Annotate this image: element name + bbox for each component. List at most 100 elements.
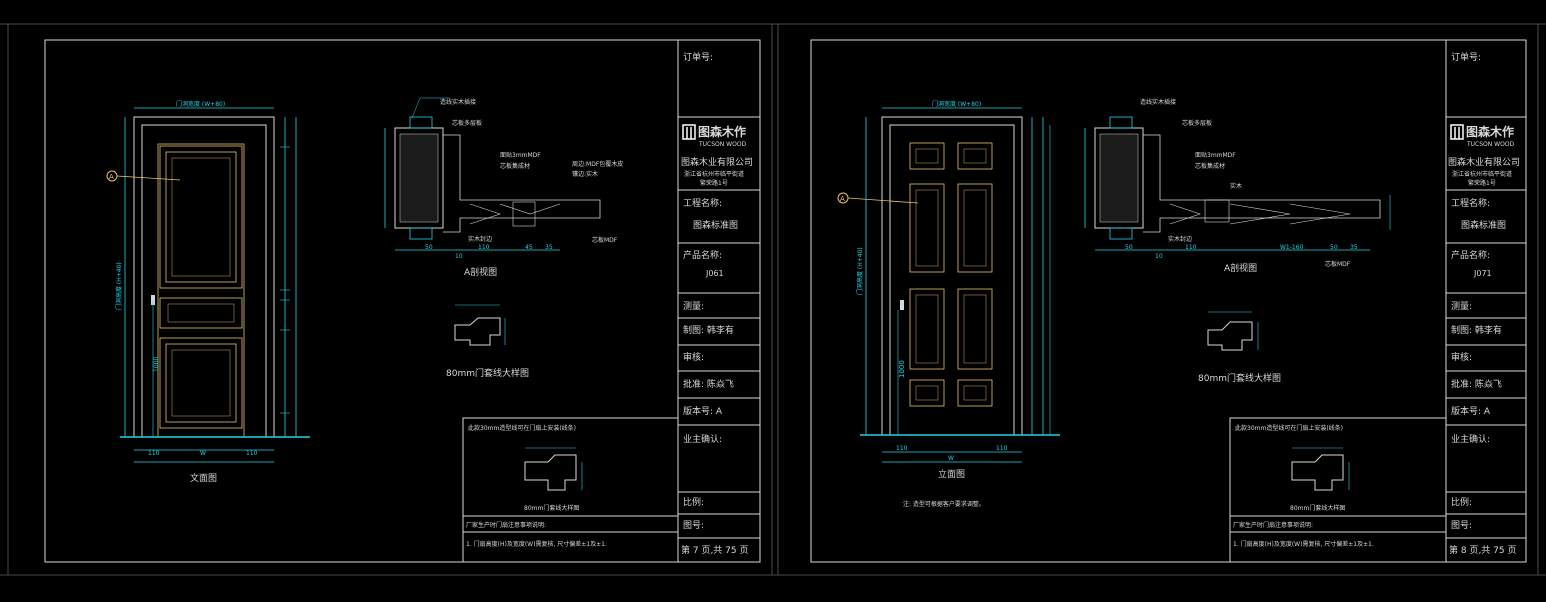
door-panel-inner <box>963 148 987 164</box>
section-label-4: 芯板集成材 <box>500 162 530 170</box>
sheet-1-border <box>44 39 761 563</box>
project-label: 工程名称: <box>683 197 722 209</box>
handle-height-dim: 1000 <box>898 360 906 378</box>
section-dim-5: 35 <box>545 244 553 251</box>
approve-label: 批准: 陈焱飞 <box>683 378 734 390</box>
product-value: J071 <box>1473 269 1492 278</box>
elevation-caption: 文面图 <box>190 472 217 484</box>
logo-en: TUCSON WOOD <box>698 141 747 148</box>
door-panel <box>909 379 945 407</box>
title-block-1: 订单号: 图森木作 TUCSON WOOD 图森木业有限公司 浙江省杭州市临平街… <box>677 40 760 562</box>
project-label: 工程名称: <box>1451 197 1490 209</box>
survey-label: 测量: <box>1451 301 1472 312</box>
svg-text:A: A <box>109 173 114 181</box>
section-dim-3: 110 <box>1185 244 1197 251</box>
company-address-1: 浙江省杭州市临平街道 <box>1452 170 1512 178</box>
elevation-caption: 立面图 <box>938 468 965 480</box>
elev-height-dim: 门洞高度 (H+40) <box>856 247 864 295</box>
door-panel-inner <box>915 294 939 364</box>
section-label-3: 面贴3mmMDF <box>500 151 541 159</box>
project-value: 图森标准图 <box>693 219 738 231</box>
product-value: J061 <box>705 269 724 278</box>
section-a-1: 造线实木插接 芯板多层板 面贴3mmMDF 芯板集成材 周边:MDF包覆木皮 镶… <box>384 97 623 278</box>
sheet-2-border <box>810 39 1527 563</box>
drafter-label: 制图: 韩李有 <box>683 324 734 336</box>
company-address-2: 繁荣路1号 <box>1468 179 1496 187</box>
review-label: 审核: <box>683 351 704 363</box>
company-name: 图森木业有限公司 <box>681 156 753 168</box>
bottom-dim-mid: W <box>948 455 954 462</box>
bottom-dim-left: 110 <box>148 450 160 457</box>
elev-width-dim: 门洞宽度 (W+80) <box>932 100 981 108</box>
section-dim-1: 50 <box>1125 244 1133 251</box>
logo-cn: 图森木作 <box>1466 124 1514 139</box>
title-block-2: 订单号: 图森木作 TUCSON WOOD 图森木业有限公司 浙江省杭州市临平街… <box>1445 40 1526 562</box>
door-panel-inner <box>963 189 987 267</box>
page-label: 第 7 页,共 75 页 <box>681 544 748 556</box>
door-panels <box>909 142 993 407</box>
section-label-6: 镶边:实木 <box>572 170 598 178</box>
order-no-label: 订单号: <box>1451 51 1481 63</box>
section-a-2: 造线实木插接 芯板多层板 面贴3mmMDF 芯板集成材 实木 实木封边 芯板MD… <box>1084 98 1391 274</box>
door-panel-inner <box>963 294 987 364</box>
door-handle-icon <box>900 300 904 310</box>
notes-box-1: 此款30mm造型线可在门扇上安装(线条) 80mm门套线大样图 厂家生产时门扇注… <box>462 417 679 563</box>
note-line1: 1. 门扇高度(H)及宽度(W)需复核, 尺寸偏差±1及±1. <box>1233 540 1374 548</box>
door-panel-inner <box>915 148 939 164</box>
note-line1: 1. 门扇高度(H)及宽度(W)需复核, 尺寸偏差±1及±1. <box>466 540 607 548</box>
section-label-4: 芯板集成材 <box>1195 162 1225 170</box>
door-panel <box>909 183 945 273</box>
section-label-8: 芯板MDF <box>592 236 618 244</box>
bottom-dim-right: 110 <box>996 445 1008 452</box>
section-dim-5: 50 <box>1330 244 1338 251</box>
company-logo-icon <box>1450 124 1464 140</box>
section-dim-1: 50 <box>425 244 433 251</box>
order-no-label: 订单号: <box>683 51 713 63</box>
section-caption: A剖视图 <box>464 266 497 278</box>
door-panel <box>957 142 993 170</box>
owner-label: 业主确认: <box>1451 433 1490 445</box>
drawing-no-label: 图号: <box>683 520 704 531</box>
owner-label: 业主确认: <box>683 433 722 445</box>
svg-text:A: A <box>840 195 845 203</box>
company-name: 图森木业有限公司 <box>1448 156 1520 168</box>
elev-height-dim: 门洞高度 (H+40) <box>115 262 123 310</box>
sheet-1: 订单号: 图森木作 TUCSON WOOD 图森木业有限公司 浙江省杭州市临平街… <box>44 39 761 563</box>
drawing-no-label: 图号: <box>1451 520 1472 531</box>
sheet-2: 订单号: 图森木作 TUCSON WOOD 图森木业有限公司 浙江省杭州市临平街… <box>810 39 1527 563</box>
section-label-1: 造线实木插接 <box>440 98 476 106</box>
note-title: 此款30mm造型线可在门扇上安装(线条) <box>468 424 576 432</box>
door-panel <box>957 379 993 407</box>
molding-caption: 80mm门套线大样图 <box>446 367 529 379</box>
section-label-2: 芯板多层板 <box>452 119 482 127</box>
note-title: 此款30mm造型线可在门扇上安装(线条) <box>1235 424 1343 432</box>
door-panel <box>957 288 993 370</box>
molding-detail-1: 80mm门套线大样图 <box>446 304 529 379</box>
door-panel <box>909 288 945 370</box>
section-dim-2: 10 <box>1155 253 1163 260</box>
logo-en: TUCSON WOOD <box>1466 141 1515 148</box>
scale-label: 比例: <box>1451 496 1472 508</box>
door-panel-inner <box>915 385 939 401</box>
bottom-dim-left: 110 <box>896 445 908 452</box>
drafter-label: 制图: 韩李有 <box>1451 324 1502 336</box>
door-panel <box>957 183 993 273</box>
molding-caption: 80mm门套线大样图 <box>1198 372 1281 384</box>
section-label-3: 面贴3mmMDF <box>1195 151 1236 159</box>
section-dim-4: W1-160 <box>1280 244 1304 251</box>
survey-label: 测量: <box>683 301 704 312</box>
section-label-7: 芯板MDF <box>1325 260 1351 268</box>
company-address-2: 繁荣路1号 <box>700 179 728 187</box>
company-logo-icon <box>682 124 696 140</box>
product-label: 产品名称: <box>683 249 722 261</box>
handle-height-dim: 1000 <box>153 357 160 372</box>
bottom-dim-mid: W <box>200 450 206 457</box>
section-caption: A剖视图 <box>1224 262 1257 274</box>
product-label: 产品名称: <box>1451 249 1490 261</box>
section-label-2: 芯板多层板 <box>1182 119 1212 127</box>
inset-caption: 80mm门套线大样图 <box>524 504 579 512</box>
logo-cn: 图森木作 <box>698 124 746 139</box>
door-elevation-2: A 门洞宽度 (W+80) 门洞高度 (H+40) 1000 110 W 110… <box>837 100 1060 508</box>
version-label: 版本号: A <box>683 405 723 417</box>
